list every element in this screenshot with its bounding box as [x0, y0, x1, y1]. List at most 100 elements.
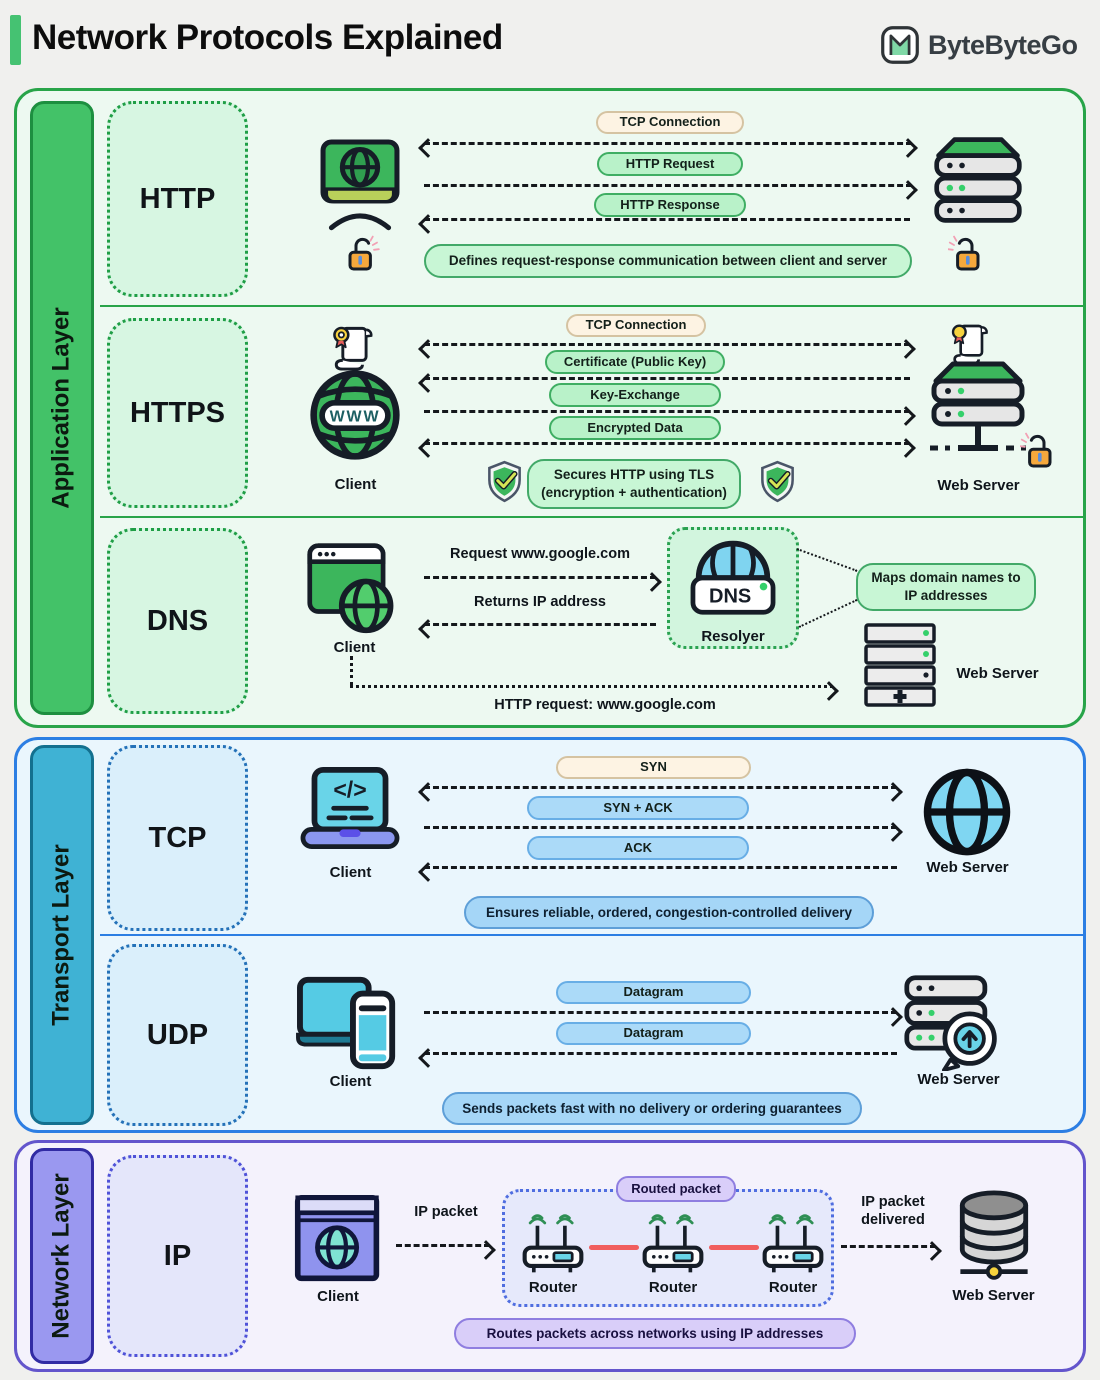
- pill-certificate: Certificate (Public Key): [545, 350, 725, 374]
- client-globe-www-icon: WWW: [310, 370, 400, 460]
- protocol-name-ip: IP: [163, 1239, 192, 1272]
- protocol-box-tcp: TCP: [107, 745, 248, 931]
- application-layer-sidebar: Application Layer: [30, 101, 94, 715]
- application-layer-label: Application Layer: [48, 307, 75, 509]
- web-server-rack-icon: [934, 137, 1022, 223]
- title-accent-bar: [10, 15, 21, 65]
- udp-description-pill: Sends packets fast with no delivery or o…: [442, 1092, 862, 1125]
- https-client-label: Client: [334, 476, 377, 493]
- arrow-datagram-in: [418, 1048, 897, 1068]
- open-lock-icon: [948, 235, 980, 271]
- dns-http-request-path: [350, 681, 839, 701]
- client-browser-purple-icon: [294, 1195, 380, 1282]
- ip-description-pill: Routes packets across networks using IP …: [454, 1318, 856, 1349]
- transport-layer-label: Transport Layer: [48, 844, 75, 1026]
- ip-packet-label: IP packet: [414, 1204, 478, 1220]
- router-icon: [642, 1214, 704, 1273]
- dns-maps-pill: Maps domain names to IP addresses: [856, 563, 1036, 611]
- client-laptop-code-icon: </>: [300, 766, 400, 850]
- web-server-stand-icon: [930, 361, 1026, 451]
- certificate-icon: [951, 324, 988, 365]
- protocol-name-tcp: TCP: [148, 821, 207, 854]
- router-link: [589, 1245, 639, 1250]
- arrow-syn: [418, 782, 903, 802]
- pill-tcp-connection: TCP Connection: [596, 111, 744, 134]
- protocol-box-ip: IP: [107, 1155, 248, 1357]
- arrow-ip-packet: [396, 1240, 496, 1260]
- arrow-certificate: [418, 373, 910, 393]
- client-browser-globe-icon: [307, 543, 394, 634]
- open-lock-icon: [1020, 432, 1052, 468]
- network-layer-sidebar: Network Layer: [30, 1148, 94, 1364]
- protocol-box-http: HTTP: [107, 101, 248, 297]
- page-title: Network Protocols Explained: [32, 18, 503, 57]
- router-label: Router: [768, 1279, 818, 1296]
- router-label: Router: [648, 1279, 698, 1296]
- row-separator: [100, 516, 1083, 518]
- protocol-box-dns: DNS: [107, 528, 248, 714]
- tcp-server-label: Web Server: [926, 859, 1009, 876]
- dns-resolver-icon: DNS: [690, 540, 776, 615]
- arrow-dns-return: [418, 619, 656, 639]
- dns-return-label: Returns IP address: [474, 594, 606, 610]
- row-separator: [100, 934, 1083, 936]
- pill-encrypted-data: Encrypted Data: [549, 416, 721, 440]
- routed-packet-pill: Routed packet: [616, 1176, 736, 1202]
- dns-request-label: Request www.google.com: [450, 546, 630, 562]
- certificate-icon: [333, 326, 373, 371]
- protocol-name-udp: UDP: [146, 1018, 209, 1051]
- dns-client-label: Client: [333, 639, 376, 656]
- tcp-client-label: Client: [329, 864, 372, 881]
- https-server-label: Web Server: [937, 477, 1020, 494]
- https-description-pill: Secures HTTP using TLS (encryption + aut…: [527, 459, 741, 509]
- pill-syn-ack: SYN + ACK: [527, 796, 749, 820]
- pill-key-exchange: Key-Exchange: [549, 383, 721, 407]
- ip-client-label: Client: [317, 1288, 359, 1305]
- pill-http-request: HTTP Request: [597, 152, 743, 176]
- ip-server-label: Web Server: [952, 1287, 1035, 1304]
- client-monitor-globe-icon: [320, 139, 400, 231]
- http-description-pill: Defines request-response communication b…: [424, 244, 912, 278]
- client-laptop-phone-icon: [296, 976, 396, 1070]
- arrow-dns-request: [424, 572, 662, 592]
- row-separator: [100, 305, 1083, 307]
- udp-server-label: Web Server: [917, 1071, 1000, 1088]
- shield-check-icon: [761, 460, 794, 503]
- protocol-box-https: HTTPS: [107, 318, 248, 508]
- dns-http-request-path: [350, 656, 353, 686]
- router-icon: [522, 1214, 584, 1273]
- web-server-database-icon: [959, 1190, 1029, 1280]
- pill-tcp-connection: TCP Connection: [566, 314, 706, 337]
- arrow-syn-ack: [424, 822, 903, 842]
- arrow-http-response: [418, 214, 910, 234]
- pill-ack: ACK: [527, 836, 749, 860]
- network-layer-label: Network Layer: [48, 1173, 75, 1339]
- open-lock-icon: [348, 235, 380, 271]
- protocol-name-http: HTTP: [139, 182, 216, 215]
- web-server-upload-icon: [904, 975, 997, 1071]
- pill-datagram: Datagram: [556, 1022, 751, 1045]
- router-link: [709, 1245, 759, 1250]
- router-icon: [762, 1214, 824, 1273]
- web-server-globe-icon: [923, 768, 1011, 856]
- svg-text:WWW: WWW: [330, 409, 381, 426]
- dns-http-request-label: HTTP request: www.google.com: [494, 697, 716, 713]
- protocol-name-dns: DNS: [146, 604, 209, 637]
- arrow-http-request: [424, 180, 918, 200]
- arrow-key-exchange: [424, 406, 916, 426]
- transport-layer-sidebar: Transport Layer: [30, 745, 94, 1125]
- router-label: Router: [528, 1279, 578, 1296]
- brand-logo: ByteByteGo: [880, 25, 1078, 65]
- protocol-box-udp: UDP: [107, 944, 248, 1126]
- pill-datagram: Datagram: [556, 981, 751, 1004]
- arrow-encrypted-data: [418, 438, 916, 458]
- brand-name: ByteByteGo: [928, 29, 1078, 60]
- svg-text:</>: </>: [333, 777, 366, 803]
- arrow-datagram-out: [424, 1007, 903, 1027]
- pill-syn: SYN: [556, 756, 751, 779]
- bytebytego-logo-icon: [881, 26, 919, 64]
- pill-http-response: HTTP Response: [594, 193, 746, 217]
- tcp-description-pill: Ensures reliable, ordered, congestion-co…: [464, 896, 874, 929]
- arrow-tcp-connection: [418, 339, 916, 359]
